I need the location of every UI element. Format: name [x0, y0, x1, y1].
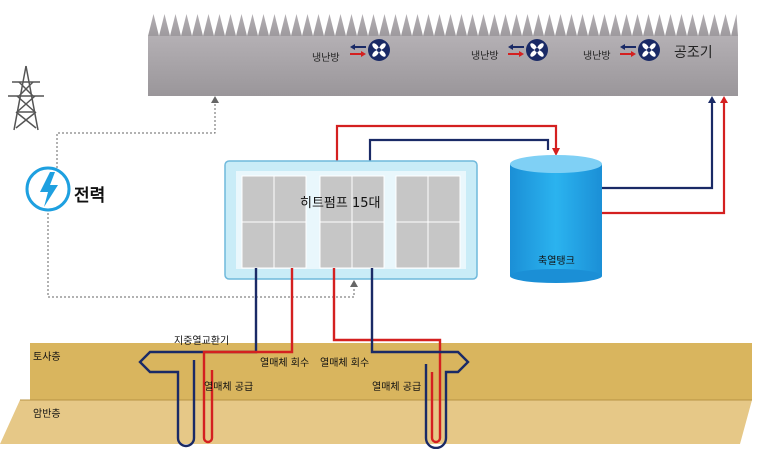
lightning-icon — [25, 166, 71, 212]
fan-icon — [526, 39, 548, 61]
tank-label: 축열탱크 — [538, 256, 575, 267]
soil-label: 토사층 — [33, 352, 61, 363]
arrow-to-ahu-red — [720, 96, 728, 103]
return-pipe-tank-ahu — [602, 100, 714, 190]
return-pipe-hp-tank — [368, 138, 550, 168]
heat-pump-group — [224, 160, 478, 280]
power-label: 전력 — [74, 186, 106, 206]
power-arrow-hp — [350, 280, 358, 287]
arrow-into-tank-red — [552, 148, 560, 156]
rock-layer — [0, 400, 752, 444]
power-arrow-up — [211, 96, 219, 103]
rock-label: 암반층 — [33, 409, 61, 420]
hvac-unit-1 — [350, 39, 390, 61]
power-lines — [47, 100, 355, 298]
hvac-unit-2 — [508, 39, 548, 61]
hvac-units — [350, 39, 660, 61]
room-label-3: 냉난방 — [583, 51, 611, 62]
supply-label-1: 열매체 공급 — [204, 382, 254, 393]
heatpump-label: 히트펌프 15대 — [300, 196, 381, 211]
supply-pipe-hp-tank — [335, 124, 558, 170]
storage-tank — [510, 155, 602, 283]
supply-label-2: 열매체 공급 — [372, 382, 422, 393]
double-arrow-icon — [508, 44, 524, 57]
arrow-to-ahu-blue — [708, 96, 716, 103]
double-arrow-icon — [620, 44, 636, 57]
return-label-1: 열매체 회수 — [260, 358, 310, 369]
return-label-2: 열매체 회수 — [320, 358, 370, 369]
room-label-2: 냉난방 — [471, 51, 499, 62]
room-label-1: 냉난방 — [312, 53, 340, 64]
soil-layer — [30, 343, 752, 400]
ground-heat-exchanger — [138, 268, 470, 449]
ahu-label: 공조기 — [674, 45, 713, 61]
gx-label: 지중열교환기 — [174, 336, 230, 347]
hvac-unit-3 — [620, 39, 660, 61]
supply-pipe-tank-ahu — [602, 100, 726, 215]
double-arrow-icon — [350, 44, 366, 57]
fan-icon — [638, 39, 660, 61]
transmission-tower-icon — [8, 65, 44, 131]
fan-icon — [368, 39, 390, 61]
building — [148, 14, 738, 96]
